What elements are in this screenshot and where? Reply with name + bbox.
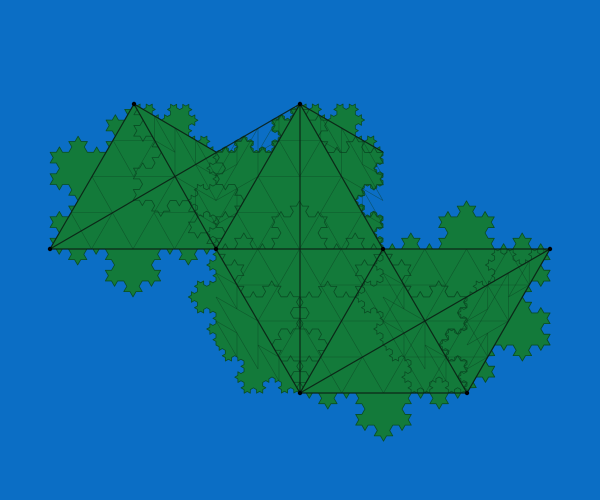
vertex-dot <box>297 101 303 107</box>
inner-line <box>424 344 447 358</box>
inner-line <box>257 344 280 358</box>
inner-line <box>362 212 384 226</box>
inner-line <box>320 115 342 153</box>
inner-line <box>133 140 155 177</box>
inner-line <box>445 320 468 358</box>
inner-line <box>299 320 322 358</box>
inner-line <box>215 272 238 286</box>
inner-line <box>257 344 280 382</box>
inner-line <box>361 188 384 225</box>
inner-line <box>278 320 301 358</box>
vertex-dot <box>131 101 137 107</box>
inner-line <box>508 284 530 298</box>
construction-line <box>382 248 468 394</box>
inner-line <box>91 212 113 250</box>
construction-lines <box>49 103 551 394</box>
construction-line <box>49 103 135 250</box>
inner-line <box>320 248 342 286</box>
inner-line <box>320 139 342 153</box>
construction-line <box>466 248 551 394</box>
construction-line <box>215 248 301 394</box>
construction-line <box>133 103 217 153</box>
inner-line <box>236 248 259 286</box>
inner-line <box>278 140 301 177</box>
construction-line <box>49 103 301 250</box>
inner-line <box>215 320 238 358</box>
inner-line <box>195 212 217 226</box>
inner-line <box>195 188 217 225</box>
inner-line <box>153 212 175 250</box>
construction-line <box>215 103 301 250</box>
inner-line <box>112 140 134 177</box>
inner-line <box>382 272 405 286</box>
vertex-dot <box>464 390 470 396</box>
inner-line <box>257 139 280 153</box>
construction-vertices <box>47 101 553 396</box>
inner-line <box>154 139 176 153</box>
inner-line <box>403 248 426 286</box>
inner-line <box>382 272 405 310</box>
inner-line <box>340 212 363 250</box>
inner-line <box>466 332 489 370</box>
inner-line <box>361 139 384 177</box>
vertex-dot <box>47 246 53 252</box>
inner-line <box>215 272 238 310</box>
inner-line <box>215 188 238 225</box>
inner-line <box>361 284 384 322</box>
vertex-dot <box>213 246 219 252</box>
inner-line <box>320 212 342 250</box>
inner-line <box>362 163 384 177</box>
inner-line <box>215 212 238 226</box>
inner-line <box>466 308 488 322</box>
inner-line <box>341 356 363 394</box>
inner-line <box>257 115 280 153</box>
construction-line <box>299 248 384 394</box>
vertex-dot <box>547 246 553 252</box>
inner-line <box>257 248 280 286</box>
inner-line <box>466 356 488 370</box>
vertex-dot <box>380 246 386 252</box>
inner-line <box>340 248 363 286</box>
inner-line <box>174 212 196 250</box>
inner-line <box>257 212 280 250</box>
inner-line <box>154 115 176 153</box>
construction-line <box>299 103 384 153</box>
inner-line <box>424 248 447 286</box>
inner-line <box>215 320 238 334</box>
inner-line <box>215 139 238 177</box>
inner-line <box>195 163 217 177</box>
inner-line <box>508 260 530 298</box>
inner-line <box>424 344 447 382</box>
inner-line <box>466 284 489 322</box>
inner-line <box>487 248 509 286</box>
fractal-inner-lines <box>70 115 530 394</box>
inner-line <box>382 320 405 334</box>
vertex-dot <box>297 390 303 396</box>
inner-line <box>236 212 259 250</box>
construction-line <box>299 103 384 250</box>
inner-line <box>403 356 426 394</box>
inner-line <box>299 140 322 177</box>
inner-line <box>424 356 447 394</box>
inner-line <box>215 163 238 177</box>
